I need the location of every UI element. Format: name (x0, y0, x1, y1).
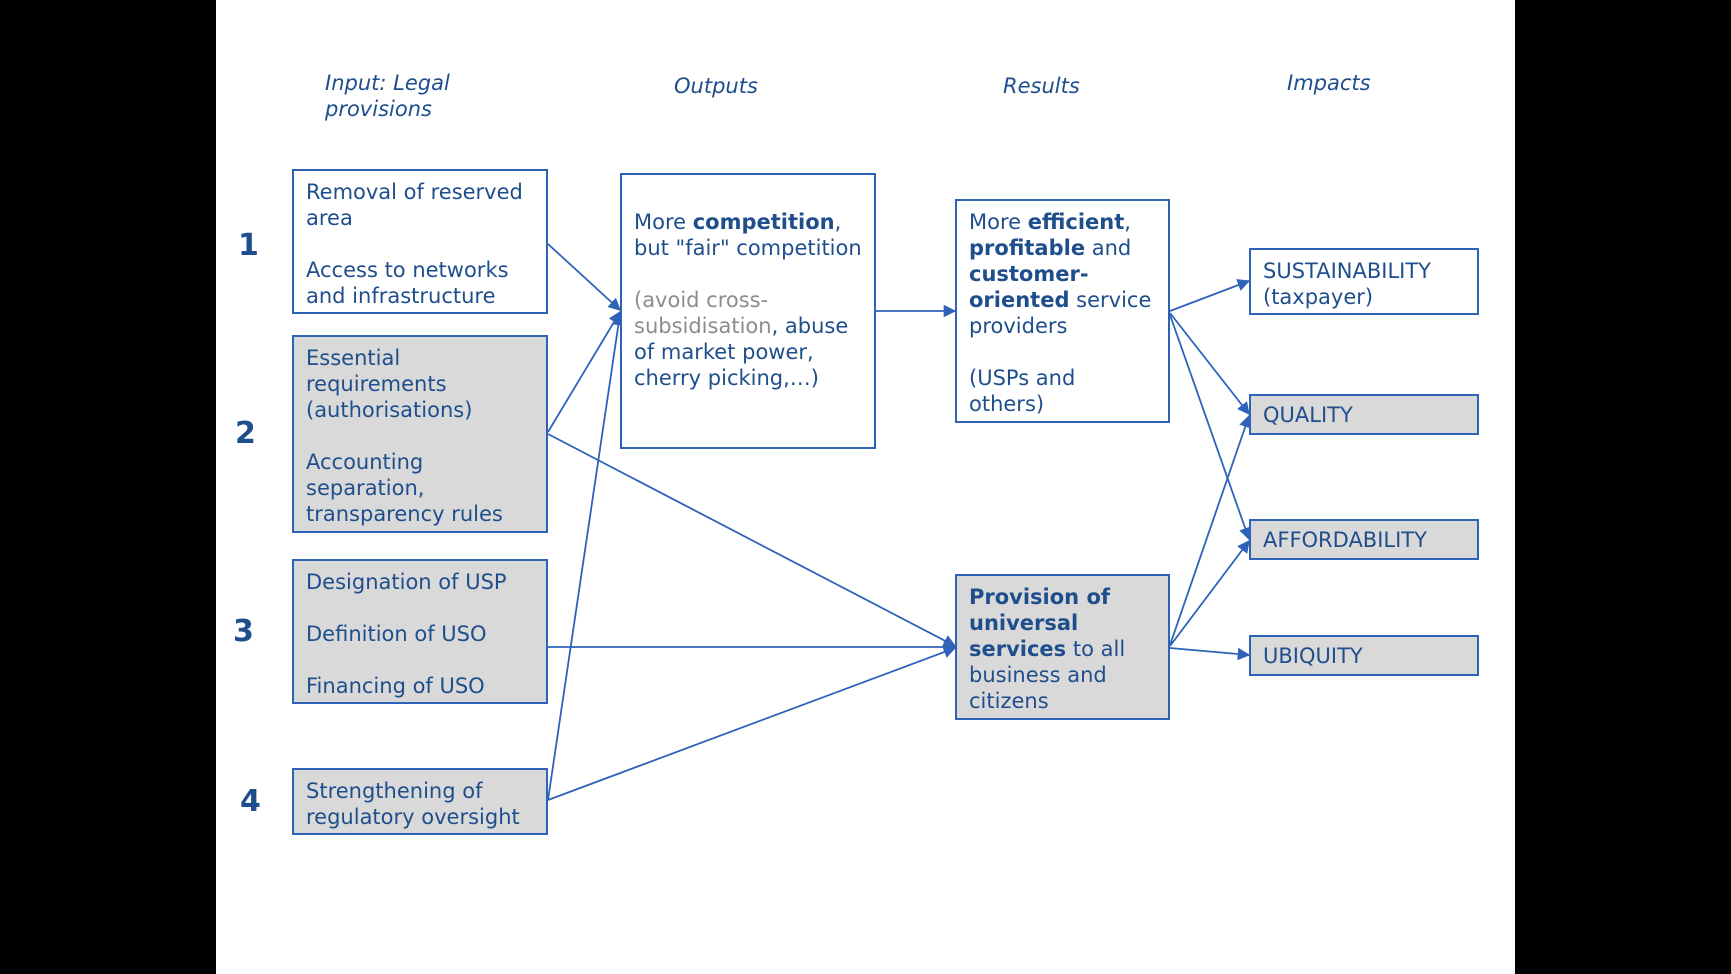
result-box-2: Provision of universal services to all b… (955, 574, 1170, 720)
input-3-line-3: Financing of USO (306, 674, 485, 698)
result-box-1: More efficient, profitable and customer-… (955, 199, 1170, 423)
input-3-line-2: Definition of USO (306, 622, 487, 646)
input-4-line-1: Strengthening of regulatory oversight (306, 779, 520, 829)
input-1-line-2: Access to networks and infrastructure (306, 258, 509, 308)
row-number-1: 1 (238, 228, 259, 263)
row-number-4: 4 (240, 784, 261, 819)
arrow-input2-to-result2 (547, 433, 957, 647)
arrow-input2-to-output (547, 310, 621, 433)
arrow-input4-to-output (547, 312, 625, 801)
impact-affordability: AFFORDABILITY (1249, 519, 1479, 560)
slide: Input: Legal provisions Outputs Results … (216, 0, 1515, 974)
arrow-result1-to-quality (1169, 312, 1250, 415)
connector-arrows (547, 243, 1252, 801)
arrow-input1-to-output (547, 243, 621, 311)
arrow-result1-to-sustainability (1169, 279, 1251, 312)
input-2-line-2: Accounting separation, transparency rule… (306, 450, 503, 526)
output-text-2: (avoid cross-subsidisation, abuse of mar… (634, 288, 849, 390)
impact-ubiquity: UBIQUITY (1249, 635, 1479, 676)
header-outputs: Outputs (674, 74, 758, 98)
header-impacts: Impacts (1287, 71, 1371, 95)
arrow-result1-to-affordability (1169, 314, 1252, 541)
output-box: More competition, but "fair" competition… (620, 173, 876, 449)
input-box-3: Designation of USP Definition of USO Fin… (292, 559, 548, 704)
input-box-1: Removal of reserved area Access to netwo… (292, 169, 548, 314)
arrow-result2-to-quality (1169, 414, 1252, 646)
input-1-line-1: Removal of reserved area (306, 180, 523, 230)
output-text-1: More competition, but "fair" competition (634, 210, 862, 260)
row-number-3: 3 (233, 614, 254, 649)
impact-quality: QUALITY (1249, 394, 1479, 435)
row-number-2: 2 (235, 416, 256, 451)
header-results: Results (1003, 74, 1080, 98)
arrow-result2-to-ubiquity (1169, 647, 1251, 661)
arrow-input4-to-result2 (547, 646, 957, 801)
impact-sustainability: SUSTAINABILITY (taxpayer) (1249, 248, 1479, 315)
result-2-text: Provision of universal services to all b… (969, 585, 1126, 713)
input-3-line-1: Designation of USP (306, 570, 507, 594)
input-2-line-1: Essential requirements (authorisations) (306, 346, 473, 422)
arrow-result2-to-affordability (1169, 539, 1250, 647)
input-box-4: Strengthening of regulatory oversight (292, 768, 548, 835)
result-1-text-2: (USPs and others) (969, 366, 1076, 416)
input-box-2: Essential requirements (authorisations) … (292, 335, 548, 533)
header-input: Input: Legal provisions (325, 71, 450, 121)
result-1-text-1: More efficient, profitable and customer-… (969, 210, 1152, 338)
